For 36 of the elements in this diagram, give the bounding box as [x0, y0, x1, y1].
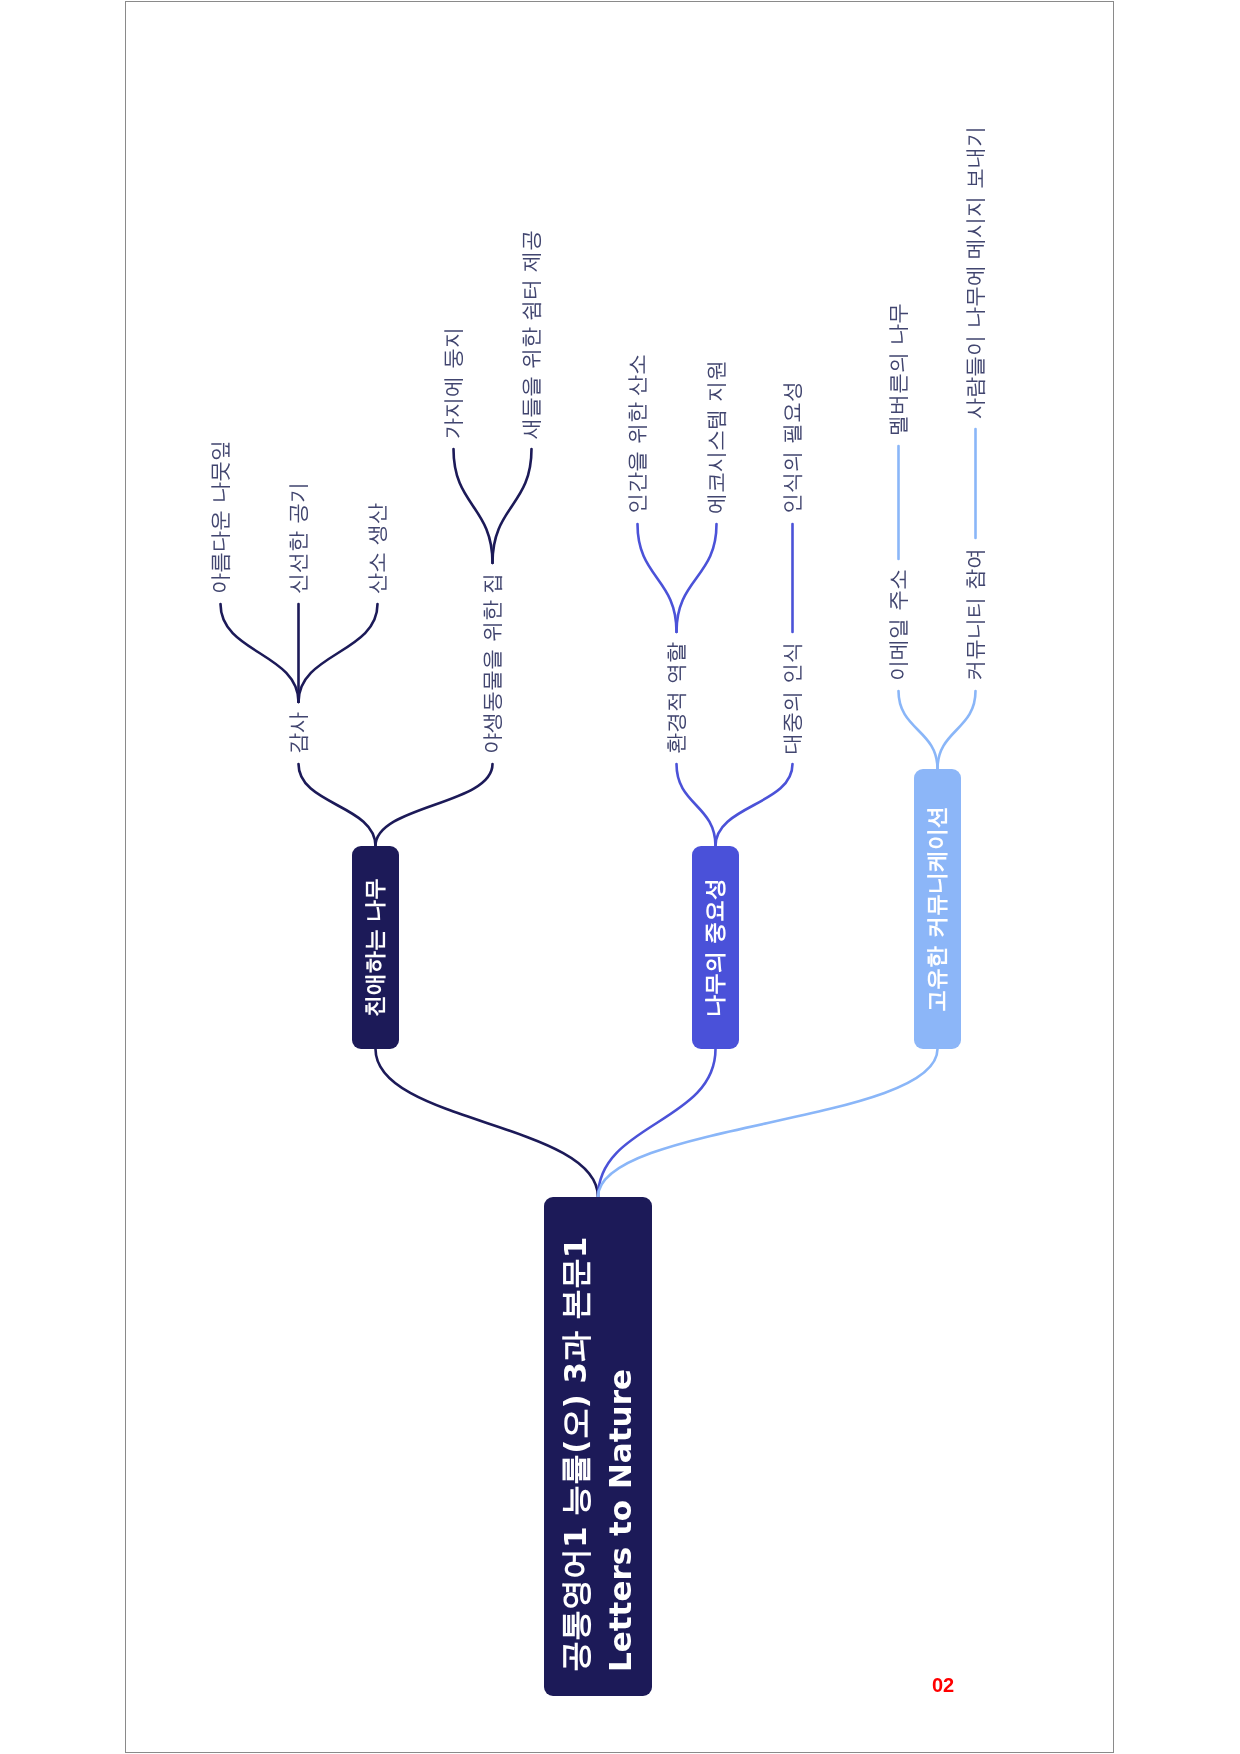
- title-text: 공통영어1 능률(오) 3과 본문1: [556, 1236, 595, 1672]
- connector-line: [297, 602, 379, 704]
- subtopic-text: 신선한 공기: [285, 482, 311, 594]
- subtopic-text: 에코시스템 지원: [703, 360, 729, 514]
- connector-line: [936, 689, 977, 771]
- subtopic-text: 야생동물을 위한 집: [479, 572, 505, 754]
- subtopic-text: 환경적 역할: [663, 642, 689, 754]
- central-topic-box: [544, 1197, 652, 1696]
- subtopic-text: 가지에 둥지: [440, 327, 466, 439]
- subtopic-text: 산소 생산: [364, 503, 390, 594]
- subtopic-text: 커뮤니티 참여: [962, 548, 988, 681]
- subtopic-text: 아름다운 나뭇잎: [207, 440, 233, 594]
- connector-line: [791, 522, 794, 634]
- connector-line: [491, 447, 533, 565]
- connector-line: [897, 444, 900, 561]
- connector-line: [675, 522, 718, 634]
- branch-topic-text: 고유한 커뮤니케이션: [923, 806, 950, 1012]
- branch-topic-box: [351, 846, 399, 1049]
- branch-topic-box: [691, 846, 739, 1049]
- subtopic-text: 사람들이 나무에 메시지 보내기: [962, 125, 988, 419]
- subtopic-text: 멜버른의 나무: [885, 303, 911, 436]
- subtitle-text: Letters to Nature: [601, 1369, 639, 1672]
- subtopic-text: 인간을 위한 산소: [624, 353, 650, 514]
- connector-line: [974, 427, 977, 540]
- subtopic-text: 인식의 필요성: [779, 381, 805, 514]
- page-number: 02: [932, 1675, 955, 1695]
- connector-line: [596, 1047, 939, 1199]
- branch-topic-text: 친애하는 나무: [361, 877, 388, 1018]
- subtopic-text: 이메일 주소: [885, 569, 911, 681]
- connector-line: [714, 762, 794, 848]
- subtopic-text: 새들을 위한 쉼터 제공: [518, 229, 544, 439]
- branch-topic-text: 나무의 중요성: [701, 877, 728, 1018]
- subtopic-text: 대중의 인식: [779, 642, 805, 754]
- connector-line: [374, 762, 494, 848]
- branch-topic-box: [913, 769, 961, 1049]
- subtopic-text: 감사: [285, 712, 311, 754]
